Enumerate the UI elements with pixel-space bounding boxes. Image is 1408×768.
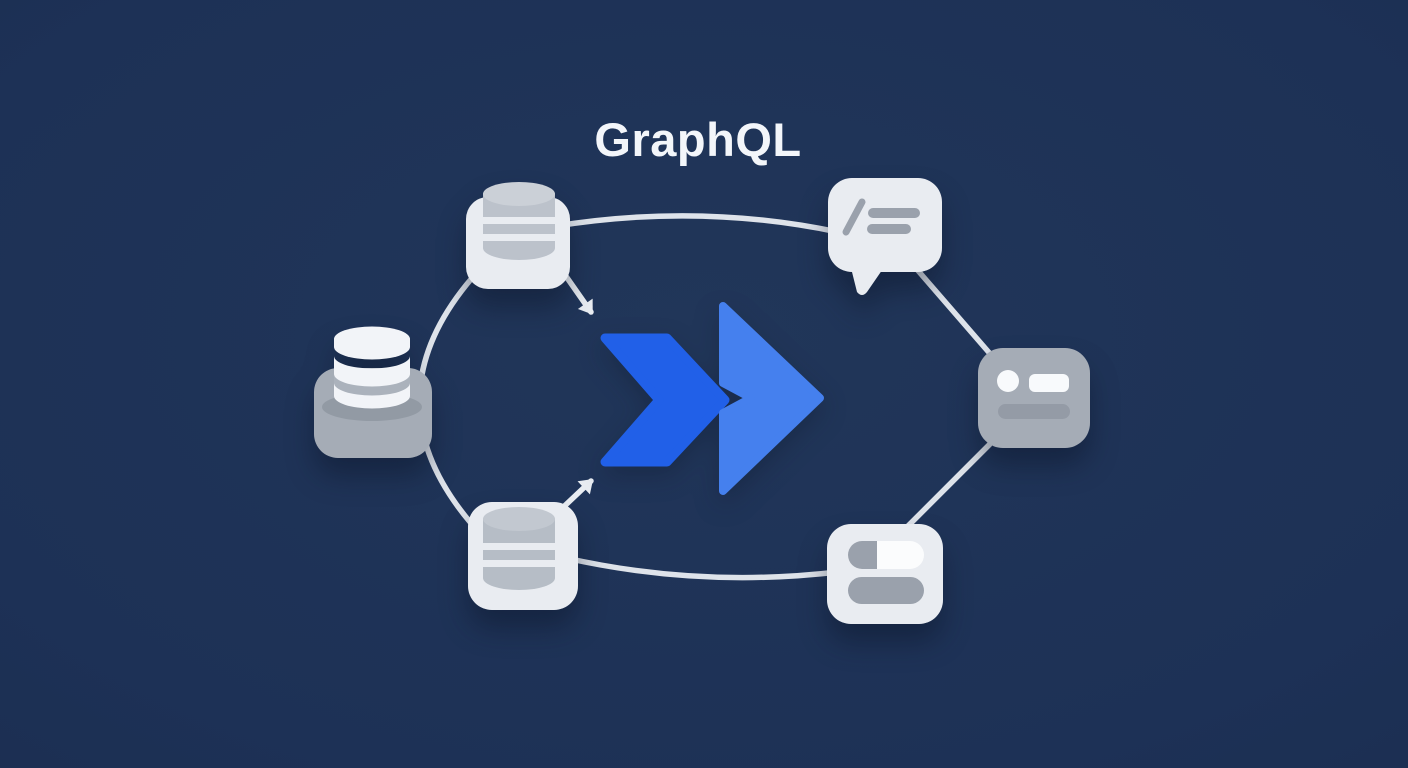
database-node-middle-left — [314, 326, 432, 458]
graphql-logo — [600, 302, 824, 495]
connector-topleft-to-bubble — [553, 213, 841, 235]
avatar-dot — [997, 370, 1019, 392]
name-bar — [1029, 374, 1069, 392]
connector-bubble-to-profile — [911, 263, 995, 359]
code-comment-icon — [842, 198, 920, 236]
profile-card-node — [978, 348, 1090, 448]
toggle-knob-gray — [848, 541, 877, 569]
toggle-off-pill — [848, 577, 924, 604]
chevron-left — [600, 333, 730, 467]
database-node-top-left — [466, 182, 570, 289]
connector-profile-to-toggle — [897, 441, 993, 537]
chevron-right — [719, 302, 824, 495]
card-background — [827, 524, 943, 624]
user-card-icon — [997, 370, 1070, 419]
connector-bottomleft-to-toggle — [563, 555, 841, 581]
toggle-card-node — [827, 524, 943, 624]
database-icon — [322, 326, 422, 421]
flow-arrows — [553, 259, 594, 517]
toggle-switches-icon — [848, 541, 924, 604]
detail-bar — [998, 404, 1070, 419]
chat-bubble-node — [828, 178, 942, 295]
text-bar — [868, 208, 920, 218]
page-title: GraphQL — [594, 113, 801, 166]
text-bar — [867, 224, 911, 234]
slash-glyph — [842, 198, 866, 236]
card-background — [978, 348, 1090, 448]
database-icon — [479, 182, 559, 260]
connector-lines — [416, 213, 995, 581]
database-icon — [479, 507, 559, 590]
database-node-bottom-left — [468, 502, 578, 610]
